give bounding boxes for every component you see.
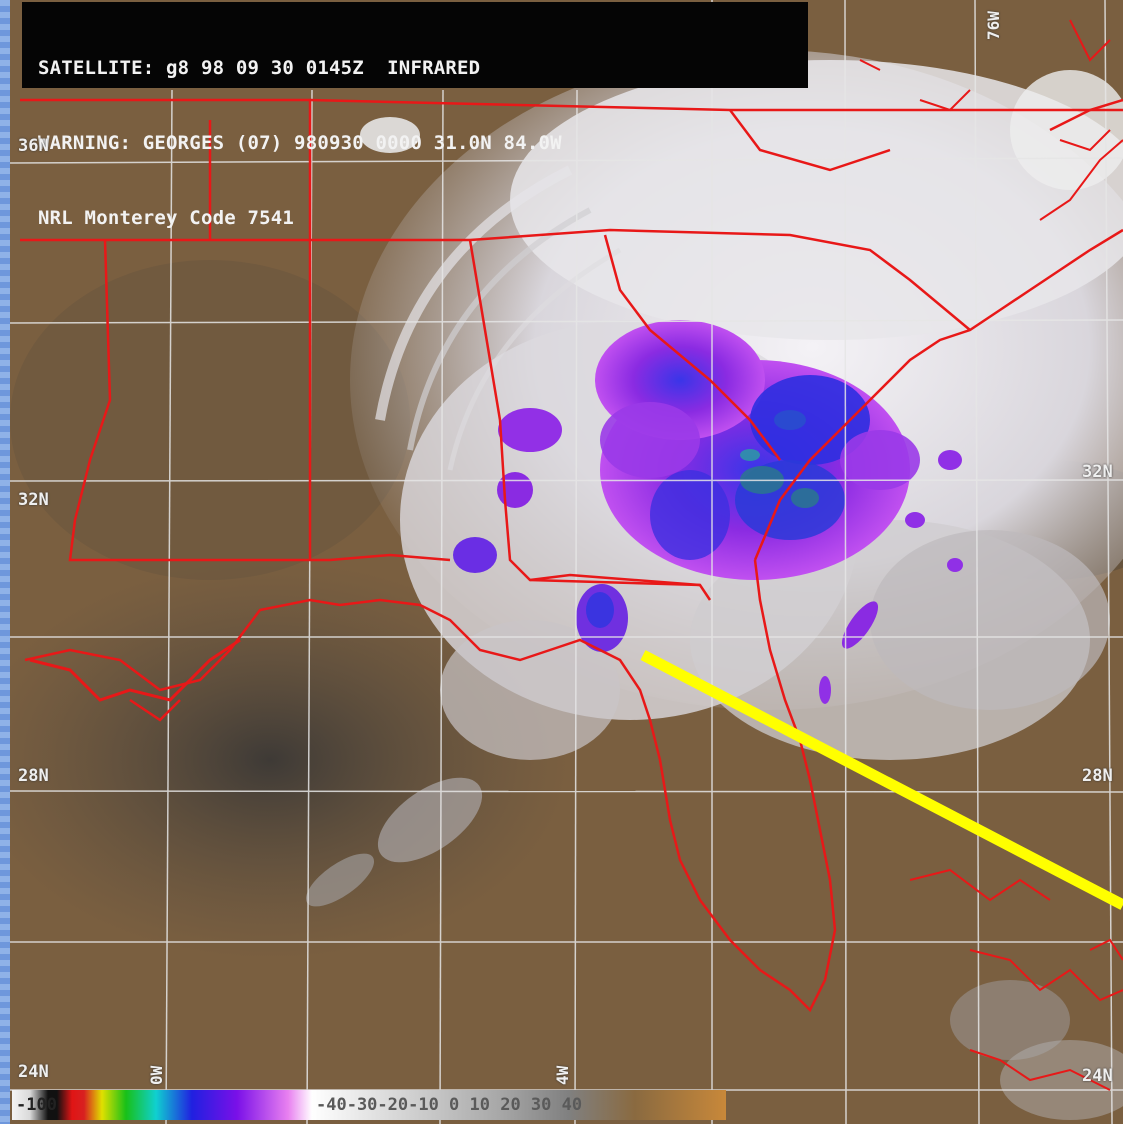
gulf-shading (10, 560, 570, 960)
color-scale-cold-label: -100 (16, 1095, 57, 1115)
header-line-satellite: SATELLITE: g8 98 09 30 0145Z INFRARED (38, 57, 481, 79)
slide-left-edge (0, 0, 10, 1124)
color-scale-cold-segment: -100 (12, 1090, 312, 1120)
lat-label-36n: 36N (18, 136, 49, 156)
lat-label-28n-right: 28N (1082, 766, 1113, 786)
lon-label-top-right: 76W (984, 11, 1003, 40)
color-scale-warm-ticks: -40-30-20-10 0 10 20 30 40 (316, 1095, 583, 1115)
yellow-pointer-line (640, 650, 1123, 910)
satellite-info-header: SATELLITE: g8 98 09 30 0145Z INFRARED WA… (22, 2, 808, 229)
land-shading (10, 260, 410, 580)
map-canvas (10, 0, 1123, 1124)
cloud-shield (305, 50, 1123, 1120)
header-line-source: NRL Monterey Code 7541 (38, 207, 295, 229)
lat-label-24n-left: 24N (18, 1062, 49, 1082)
temperature-color-scale: -100 -40-30-20-10 0 10 20 30 40 (12, 1090, 726, 1120)
lon-label-left: 0W (147, 1065, 166, 1085)
convection-cold-tops (453, 320, 963, 704)
color-scale-warm-segment: -40-30-20-10 0 10 20 30 40 (312, 1090, 726, 1120)
state-borders-coastline (20, 19, 1123, 1091)
lon-label-mid: 4W (553, 1065, 572, 1085)
lat-label-24n-right: 24N (1082, 1066, 1113, 1086)
lat-label-32n-left: 32N (18, 490, 49, 510)
satellite-infrared-image: SATELLITE: g8 98 09 30 0145Z INFRARED WA… (10, 0, 1123, 1124)
lat-label-32n-right: 32N (1082, 462, 1113, 482)
lat-label-28n-left: 28N (18, 766, 49, 786)
header-line-warning: WARNING: GEORGES (07) 980930 0000 31.0N … (38, 132, 562, 154)
